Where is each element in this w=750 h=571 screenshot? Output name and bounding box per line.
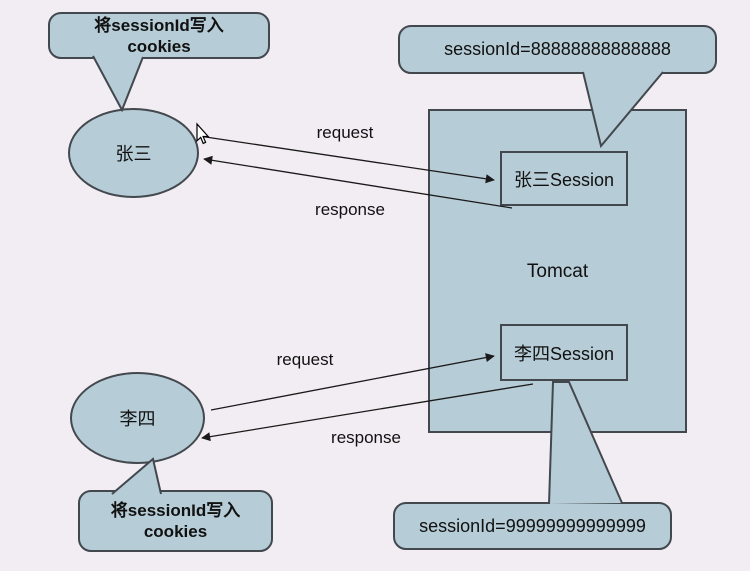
- speech-bubble-top-right: sessionId=88888888888888: [398, 25, 717, 74]
- speech-bubble-top-left: 将sessionId写入 cookies: [48, 12, 270, 59]
- flow-label-request-top: request: [316, 123, 374, 142]
- actor-zhangsan-label: 张三: [115, 144, 152, 164]
- flow-label-response-top: response: [315, 200, 385, 219]
- actor-lisi-ellipse: 李四: [70, 372, 205, 464]
- tomcat-label: Tomcat: [526, 261, 589, 282]
- speech-bubble-bottom-left: 将sessionId写入 cookies: [78, 490, 273, 552]
- bubble-tail-top-left: [92, 55, 144, 113]
- speech-bubble-top-right-text: sessionId=88888888888888: [444, 39, 671, 59]
- speech-bubble-top-left-line2: cookies: [127, 36, 191, 56]
- speech-bubble-bottom-left-line1: 将sessionId写入: [110, 501, 241, 520]
- speech-bubble-top-left-line1: 将sessionId写入: [94, 15, 224, 35]
- session-box-zhangsan-label: 张三Session: [513, 169, 615, 190]
- actor-lisi-label: 李四: [119, 409, 156, 429]
- flow-label-response-bottom: response: [331, 428, 401, 447]
- flow-label-request-bottom: request: [276, 350, 334, 369]
- session-box-lisi: 李四Session: [500, 324, 628, 381]
- speech-bubble-bottom-right: sessionId=99999999999999: [393, 502, 672, 550]
- mouse-cursor-icon: [196, 122, 210, 145]
- bubble-tail-bottom-left: [111, 457, 162, 495]
- session-box-lisi-label: 李四Session: [513, 343, 615, 364]
- speech-bubble-bottom-right-text: sessionId=99999999999999: [419, 515, 646, 536]
- speech-bubble-bottom-left-line2: cookies: [143, 522, 208, 541]
- actor-zhangsan-ellipse: 张三: [68, 108, 199, 198]
- session-box-zhangsan: 张三Session: [500, 151, 628, 206]
